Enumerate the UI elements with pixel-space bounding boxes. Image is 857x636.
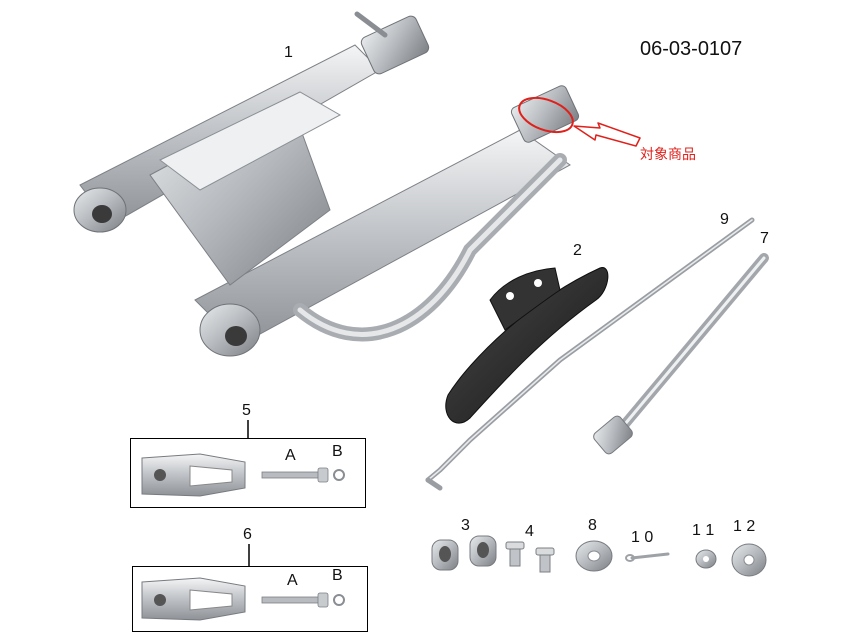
callout-12: 1 2: [733, 518, 756, 535]
callout-4: 4: [525, 523, 534, 540]
part-code: 06-03-0107: [640, 38, 743, 60]
swingarm-part-1: [73, 11, 580, 357]
callout-10: 1 0: [631, 529, 654, 546]
box-part-5: [130, 438, 366, 508]
callout-1: 1: [284, 44, 293, 61]
large-washer-part-12: [731, 543, 767, 577]
pivot-shaft-part-7: [593, 253, 769, 455]
callout-a-part-5: A: [285, 447, 296, 464]
target-highlight: [518, 96, 641, 147]
collar-part-3: [431, 535, 497, 571]
callout-11: 1 1: [692, 522, 715, 539]
callout-2: 2: [573, 242, 582, 259]
callout-9: 9: [720, 211, 729, 228]
callout-a-part-6: A: [287, 572, 298, 589]
target-product-label: 対象商品: [640, 147, 696, 163]
callout-6: 6: [243, 526, 252, 543]
callout-b-part-5: B: [332, 443, 343, 460]
box-part-6: [132, 566, 368, 632]
callout-b-part-6: B: [332, 567, 343, 584]
cotter-pin-part-10: [625, 552, 670, 562]
chain-adjuster-part-5: [141, 453, 345, 497]
callout-7: 7: [760, 230, 769, 247]
small-washer-part-11: [695, 549, 717, 569]
callout-5: 5: [242, 402, 251, 419]
chain-adjuster-part-6: [141, 577, 345, 621]
callout-3: 3: [461, 517, 470, 534]
callout-8: 8: [588, 517, 597, 534]
brake-rod-part-9: [425, 217, 755, 491]
chain-slider-part-2: [445, 267, 609, 424]
washer-part-8: [575, 540, 613, 572]
bolt-part-4: [505, 541, 555, 573]
